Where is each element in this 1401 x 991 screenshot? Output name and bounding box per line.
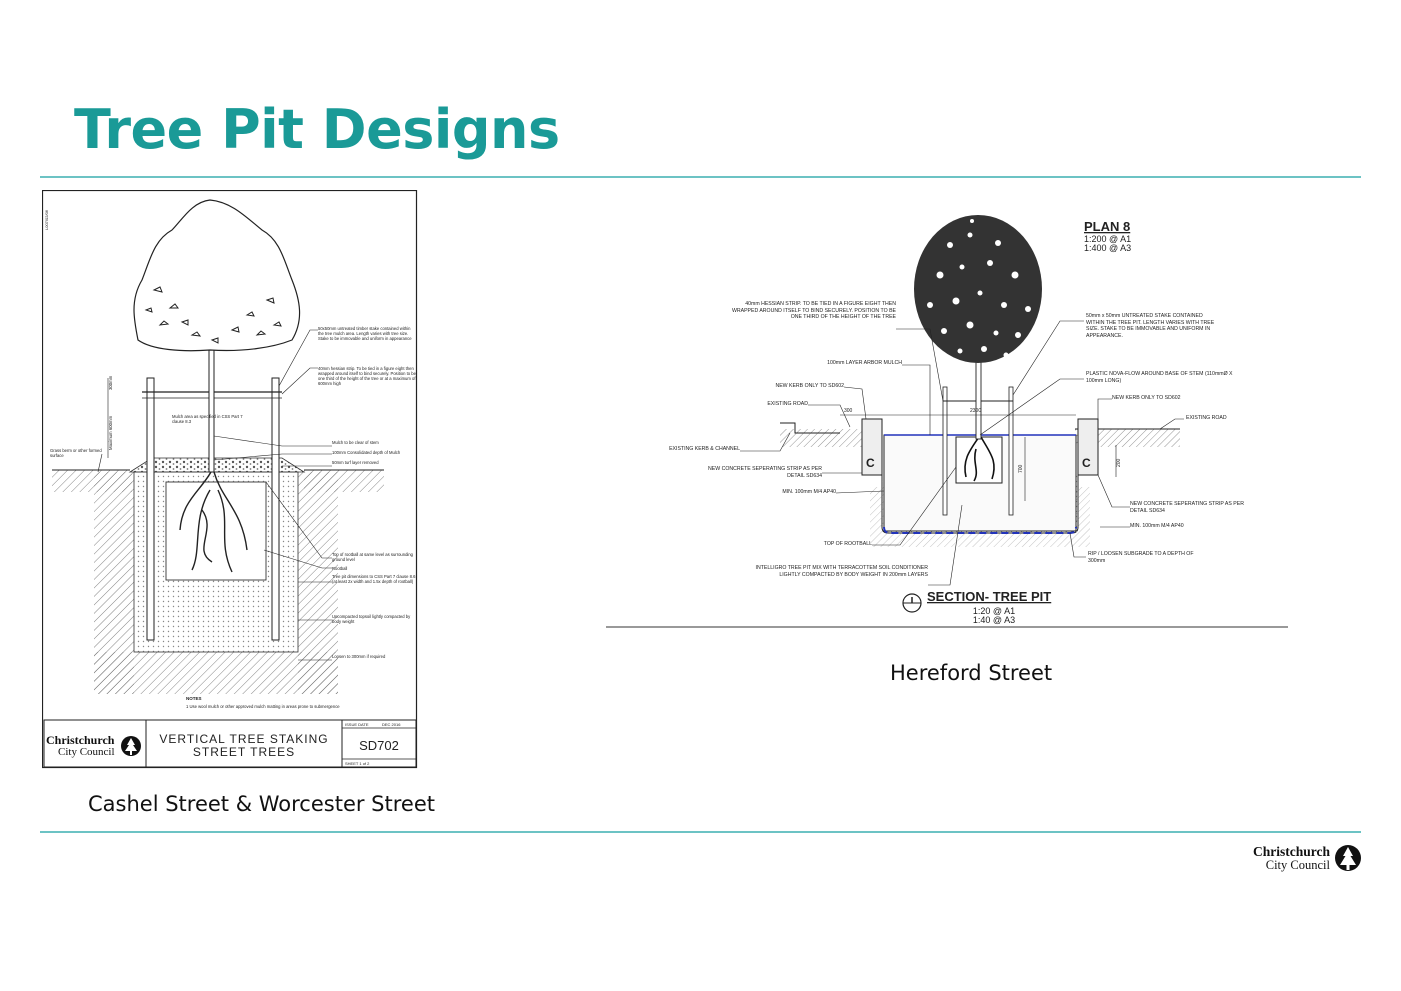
rootball (165, 481, 267, 581)
stake-left (146, 377, 155, 641)
dim-700: 700 (1018, 464, 1024, 473)
annotation-new-concrete-left: NEW CONCRETE SEPERATING STRIP AS PER DET… (708, 466, 822, 479)
top-divider (40, 176, 1361, 178)
svg-text:C: C (866, 456, 875, 470)
tree-staking-drawing: L007/02/06 300mm Maximum 600mm 5 (42, 190, 418, 769)
stake-right (271, 377, 280, 641)
footer-org-line2: City Council (1266, 858, 1331, 872)
annotation-top-rootball: TOP OF ROOTBALL (823, 541, 872, 547)
annotation-mulch-depth: 100mm Consolidated depth of Mulch (332, 450, 401, 455)
council-logo-icon (121, 736, 141, 756)
annotation-min-ap40-right: MIN. 100mm M/4 AP40 (1130, 523, 1184, 529)
subgrade-line (883, 526, 1077, 534)
annotation-turf: 50mm turf layer removed (332, 460, 379, 465)
rootball (955, 436, 1003, 484)
tree-canopy (914, 215, 1042, 363)
footer-logo: Christchurch City Council (1253, 844, 1361, 872)
council-logo-icon (1335, 845, 1361, 871)
dim-200: 200 (1116, 458, 1122, 467)
svg-text:C: C (1082, 456, 1091, 470)
footer-org-line1: Christchurch (1253, 844, 1330, 859)
notes-heading: NOTES (186, 696, 202, 701)
annotation-existing-kerb: EXISTING KERB & CHANNEL (669, 446, 740, 452)
roots (179, 469, 248, 573)
kerb-right (1077, 418, 1099, 476)
annotation-topsoil: Uncompacted topsoil lightly compacted by… (332, 614, 411, 624)
svg-text:L007/02/06: L007/02/06 (44, 209, 49, 230)
sheet-label: SHEET 1 of 2 (345, 761, 370, 766)
left-figure-caption: Cashel Street & Worcester Street (88, 792, 435, 816)
annotation-pit-dims: Tree pit dimensions to CSS Part 7 clause… (332, 574, 416, 584)
stake-right (1008, 386, 1014, 516)
kerb-left (861, 418, 883, 476)
title-block: Christchurch City Council VERTICAL TREE … (43, 719, 417, 768)
plan-label: PLAN 8 (1084, 219, 1130, 234)
dimension-lines (840, 414, 1117, 501)
annotation-rip: RIP / LOOSEN SUBGRADE TO A DEPTH OF 300m… (1088, 551, 1194, 564)
annotation-mulch-clear: Mulch to be clear of stem (332, 440, 379, 445)
annotation-hessian: 40mm HESSIAN STRIP. TO BE TIED IN A FIGU… (731, 301, 896, 321)
annotation-stake: 50mm x 50mm UNTREATED STAKE CONTAINED WI… (1086, 313, 1215, 339)
issue-label: ISSUE DATE (345, 722, 369, 727)
section-title: SECTION- TREE PIT (927, 589, 1051, 604)
dim-300: 300 (844, 408, 853, 414)
annotation-loosen: Loosen to 300mm if required (332, 654, 386, 659)
dim-300: 300mm (108, 375, 113, 390)
annotation-hessian: 40mm hessian strip. To be tied in a figu… (318, 366, 416, 386)
pit-bottom (94, 652, 338, 694)
issue-date: DEC 2016 (382, 722, 401, 727)
right-figure-caption: Hereford Street (890, 661, 1053, 685)
section-scale-1: 1:20 @ A1 (973, 606, 1015, 616)
canopy-leaves (144, 286, 282, 344)
road-left (780, 429, 870, 447)
title-block-org-line2: City Council (58, 746, 115, 758)
annotation-grass: Grass berm or other formed surface (50, 448, 102, 458)
dim-max-600: Maximum 600mm (108, 415, 113, 450)
plan-scale-2: 1:400 @ A3 (1084, 243, 1131, 253)
slide-title: Tree Pit Designs (74, 98, 560, 161)
drawing-number: SD702 (359, 738, 399, 753)
annotation-min-ap40-left: MIN. 100mm M/4 AP40 (782, 489, 836, 495)
stake-left (942, 386, 948, 516)
annotation-new-concrete-right: NEW CONCRETE SEPERATING STRIP AS PER DET… (1130, 501, 1244, 514)
annotation-stake: 50x50mm untreated timber stake contained… (318, 326, 412, 341)
road-right (1075, 429, 1180, 447)
annotation-rootball-top: Top of rootball at same level as surroun… (332, 552, 414, 562)
leader-lines (97, 329, 332, 661)
note-1: 1 Use wool mulch or other approved mulch… (186, 704, 340, 709)
title-block-org-line1: Christchurch (46, 733, 115, 747)
section-marker-icon (902, 593, 922, 613)
leader-lines (740, 320, 1184, 586)
plan-scale-1: 1:200 @ A1 (1084, 234, 1131, 244)
annotation-novaflow: PLASTIC NOVA-FLOW AROUND BASE OF STEM (1… (1086, 371, 1233, 384)
drawing-title-line1: VERTICAL TREE STAKING (159, 732, 328, 746)
annotation-intelligro: INTELLIGRO TREE PIT MIX WITH TERRACOTTEM… (755, 565, 928, 578)
annotation-mulch-area: Mulch area as specified in CSS Part 7 cl… (172, 414, 243, 424)
annotation-mulch: 100mm LAYER ARBOR MULCH (827, 360, 902, 366)
annotation-new-kerb-left: NEW KERB ONLY TO SD602 (775, 383, 844, 389)
mulch-layer (128, 457, 306, 473)
tree-pit-section-drawing: C C 300 2300 700 200 (606, 215, 1288, 628)
section-scale-2: 1:40 @ A3 (973, 615, 1015, 625)
dim-2300: 2300 (970, 408, 981, 414)
annotation-existing-road-left: EXISTING ROAD (767, 401, 808, 407)
tree-trunk (208, 349, 215, 473)
bottom-divider (40, 831, 1361, 833)
tree-canopy (133, 199, 301, 352)
annotation-new-kerb-right: NEW KERB ONLY TO SD602 (1112, 395, 1181, 401)
annotation-existing-road-right: EXISTING ROAD (1186, 415, 1227, 421)
tree-trunk (975, 354, 982, 440)
annotation-rootball: Rootball (332, 566, 348, 571)
drawing-title-line2: STREET TREES (193, 745, 295, 759)
